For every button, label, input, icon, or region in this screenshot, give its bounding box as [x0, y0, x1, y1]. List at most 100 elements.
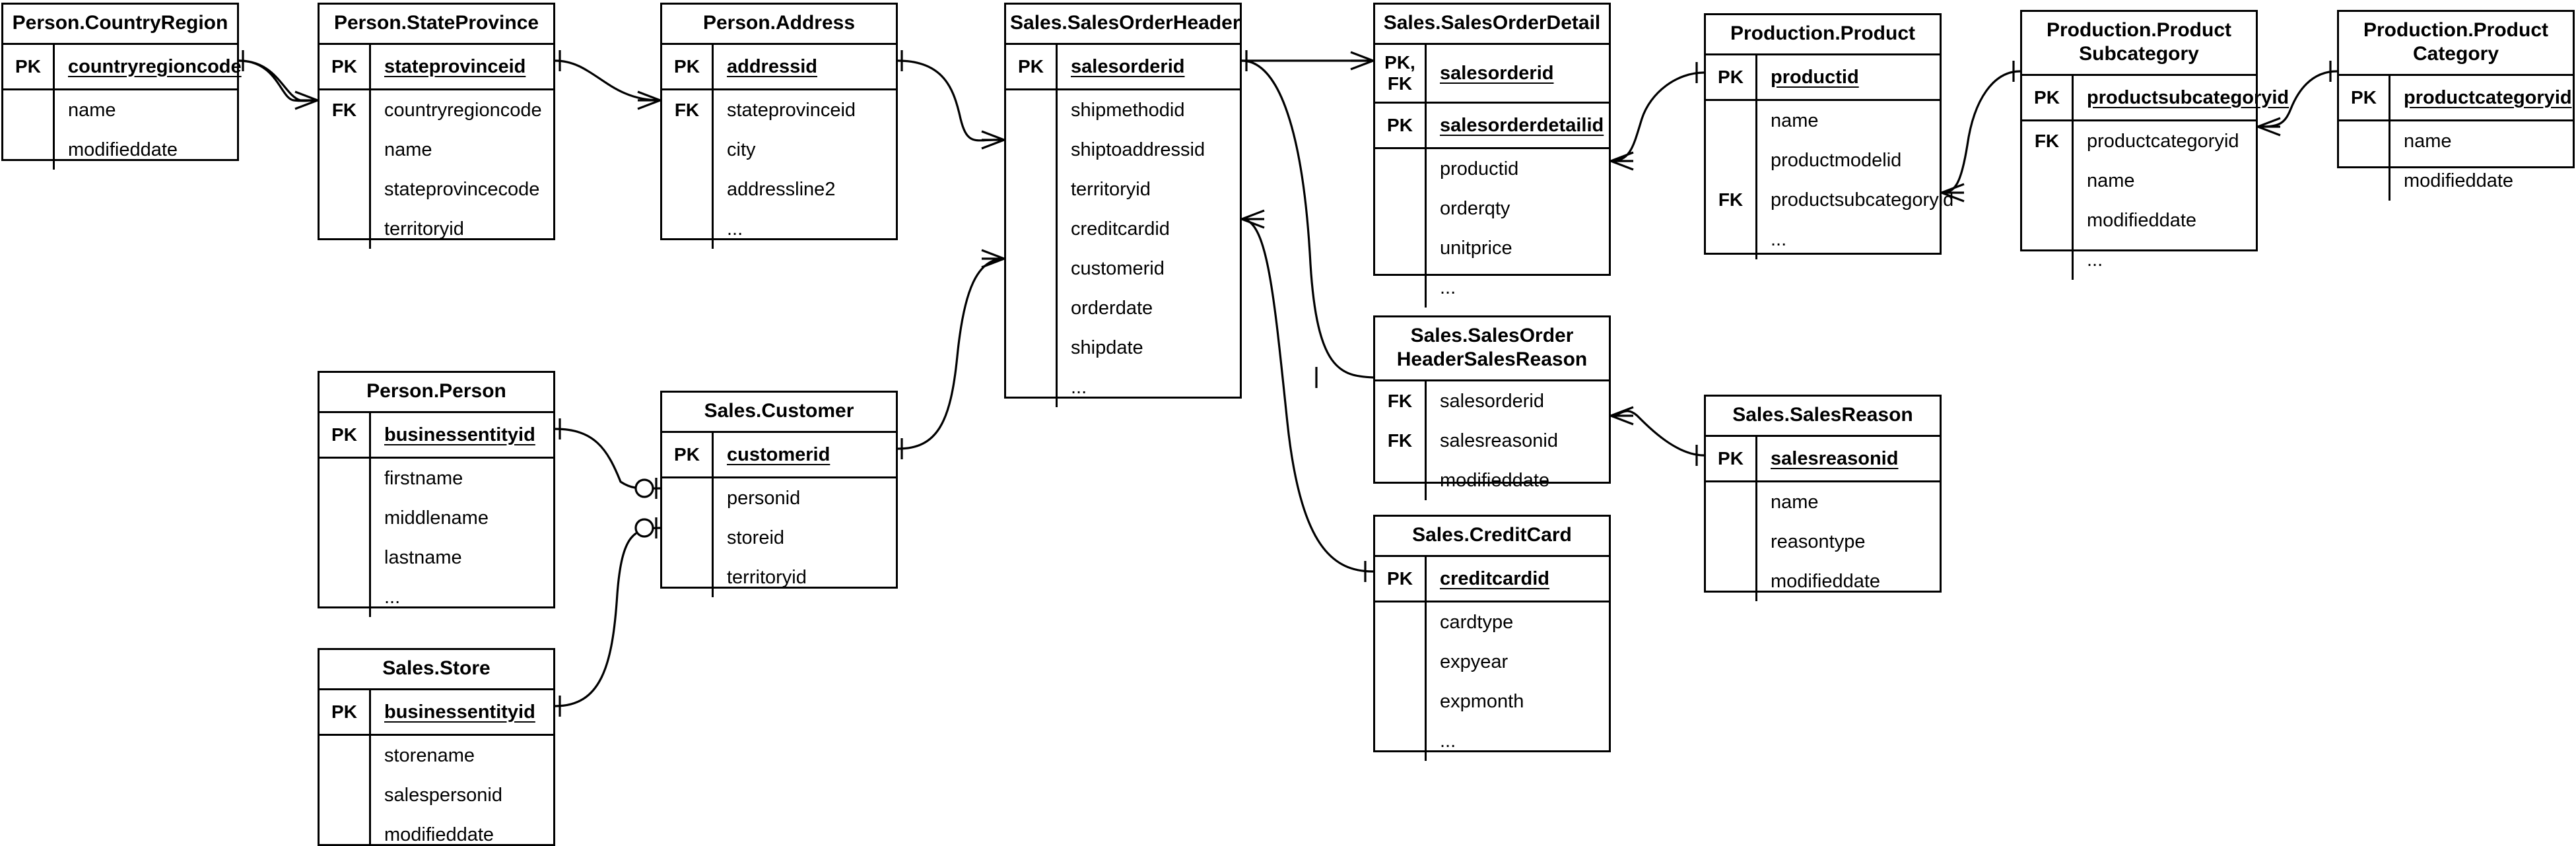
attribute-key-badge [1375, 268, 1427, 308]
attribute-row[interactable]: name [2022, 161, 2256, 201]
attribute-row[interactable]: expyear [1375, 642, 1609, 682]
attribute-row[interactable]: creditcardid [1006, 209, 1240, 249]
attribute-row[interactable]: addressline2 [662, 170, 896, 209]
attribute-row[interactable]: modifieddate [2339, 161, 2573, 201]
attribute-row[interactable]: ... [1375, 268, 1609, 308]
attribute-row[interactable]: salespersonid [320, 775, 553, 815]
attribute-row[interactable]: shiptoaddressid [1006, 130, 1240, 170]
attribute-row[interactable]: lastname [320, 538, 553, 577]
attribute-key-badge [320, 577, 371, 617]
attribute-row[interactable]: unitprice [1375, 228, 1609, 268]
attribute-row[interactable]: storeid [662, 518, 896, 558]
attribute-row[interactable]: reasontype [1706, 522, 1940, 562]
attribute-name: storename [384, 744, 475, 766]
attribute-row[interactable]: storename [320, 736, 553, 775]
attribute-row[interactable]: expmonth [1375, 682, 1609, 721]
attribute-key-badge: FK [1375, 421, 1427, 461]
attribute-row[interactable]: modifieddate [1375, 461, 1609, 500]
attribute-row[interactable]: personid [662, 478, 896, 518]
attribute-row[interactable]: ... [662, 209, 896, 249]
attribute-row[interactable]: modifieddate [3, 130, 237, 170]
attribute-row[interactable]: modifieddate [2022, 201, 2256, 240]
attribute-row[interactable]: shipmethodid [1006, 90, 1240, 130]
attribute-row[interactable]: orderqty [1375, 189, 1609, 228]
attribute-row[interactable]: middlename [320, 498, 553, 538]
attribute-row[interactable]: orderdate [1006, 288, 1240, 328]
attribute-row[interactable]: name [1706, 101, 1940, 141]
attribute-name: territoryid [1071, 178, 1151, 200]
attribute-row[interactable]: cardtype [1375, 602, 1609, 642]
attribute-row[interactable]: ... [320, 577, 553, 617]
attribute-row[interactable]: modifieddate [1706, 562, 1940, 601]
attribute-name: productcategoryid [2087, 130, 2239, 152]
attribute-row[interactable]: ... [2022, 240, 2256, 280]
attribute-name: stateprovincecode [384, 178, 540, 200]
attribute-row[interactable]: territoryid [1006, 170, 1240, 209]
attribute-row[interactable]: ... [1006, 368, 1240, 407]
edge-stateprovince-address [555, 50, 661, 110]
attribute-key-badge [2022, 240, 2074, 280]
attribute-key-badge [1006, 368, 1058, 407]
attribute-row[interactable]: customerid [1006, 249, 1240, 288]
attribute-row[interactable]: productmodelid [1706, 141, 1940, 180]
attribute-row[interactable]: modifieddate [320, 815, 553, 846]
attribute-row[interactable]: shipdate [1006, 328, 1240, 368]
attribute-row[interactable]: ... [1375, 721, 1609, 761]
attribute-row[interactable]: firstname [320, 459, 553, 498]
entity-title: Sales.Store [320, 650, 553, 690]
attribute-key-badge [320, 538, 371, 577]
attribute-key-badge [3, 130, 55, 170]
attribute-row[interactable]: stateprovincecode [320, 170, 553, 209]
attribute-row[interactable]: territoryid [662, 558, 896, 597]
attribute-row[interactable]: name [2339, 121, 2573, 161]
attribute-name: shipdate [1071, 337, 1143, 358]
attribute-row[interactable]: territoryid [320, 209, 553, 249]
attribute-key-badge [320, 498, 371, 538]
attribute-key-badge: PK [1706, 437, 1757, 480]
entity-title: Production.Product Category [2339, 12, 2573, 76]
attribute-row[interactable]: productid [1375, 149, 1609, 189]
attribute-row[interactable]: ... [1706, 220, 1940, 259]
attribute-row[interactable]: name [3, 90, 237, 130]
attribute-row[interactable]: name [320, 130, 553, 170]
attribute-name: modifieddate [1771, 570, 1881, 592]
attribute-row[interactable]: name [1706, 482, 1940, 522]
attribute-row[interactable]: city [662, 130, 896, 170]
